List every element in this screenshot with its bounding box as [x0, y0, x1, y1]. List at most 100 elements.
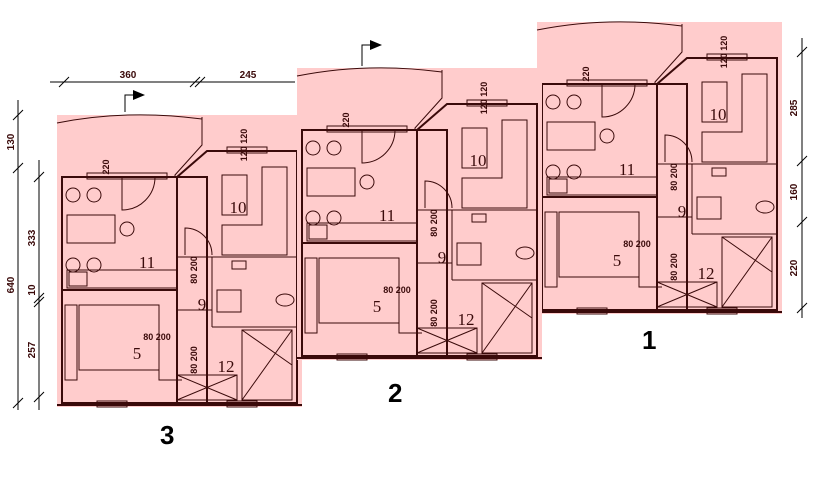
entrance-arrow-icon — [370, 40, 382, 50]
chair — [86, 187, 102, 203]
unit-label-1: 1 — [642, 325, 657, 355]
dimension-tick — [796, 302, 808, 314]
chair — [545, 94, 561, 110]
window — [706, 53, 748, 61]
dining-table — [66, 214, 116, 244]
dimension-tick — [12, 397, 24, 409]
dimension-label: 130 — [6, 133, 17, 150]
wardrobe — [544, 211, 558, 288]
wall-right-block — [656, 57, 778, 311]
room-number-12: 12 — [698, 264, 715, 283]
window — [226, 400, 258, 408]
dimension-tick — [58, 76, 70, 88]
bedroom-closet — [158, 325, 182, 381]
living-door — [424, 180, 453, 209]
window-label: 120 120 — [479, 82, 489, 115]
window-label: 220 — [581, 66, 591, 81]
toilet — [515, 246, 535, 260]
hall-cabinet — [176, 374, 238, 401]
room-number-5: 5 — [373, 297, 382, 316]
dimension-label: 10 — [27, 284, 38, 296]
kitchen-counter — [306, 222, 418, 242]
balcony-edge — [296, 67, 443, 77]
storage-cabinet — [721, 236, 773, 308]
door-label: 80 200 — [429, 299, 439, 327]
door-label: 80 200 — [429, 209, 439, 237]
dimension-tick — [33, 292, 45, 304]
wardrobe — [64, 304, 78, 381]
unit-fill — [537, 22, 782, 314]
sink — [471, 213, 487, 223]
dining-table — [306, 167, 356, 197]
room-number-10: 10 — [470, 151, 487, 170]
door-label: 80 200 — [669, 163, 679, 191]
dimension-tick — [33, 391, 45, 403]
door-label: 80 200 — [143, 332, 171, 342]
sofa — [701, 73, 768, 163]
room-number-9: 9 — [438, 248, 447, 267]
room-number-5: 5 — [133, 344, 142, 363]
bedroom-closet — [398, 278, 422, 334]
dimension-label: 333 — [27, 229, 38, 246]
entry-door — [361, 129, 396, 164]
dimension-label: 160 — [789, 183, 800, 200]
wardrobe — [304, 257, 318, 334]
window — [576, 307, 608, 315]
toilet — [755, 200, 775, 214]
hall-cabinet — [656, 281, 718, 308]
room-number-10: 10 — [230, 198, 247, 217]
window — [336, 353, 368, 361]
unit-label-2: 2 — [388, 378, 403, 408]
entrance-marker — [361, 44, 370, 66]
dimension-tick — [33, 171, 45, 183]
sink — [711, 167, 727, 177]
room-number-9: 9 — [198, 295, 207, 314]
stove — [308, 224, 328, 240]
chair — [326, 210, 342, 226]
room-number-11: 11 — [379, 206, 395, 225]
dimension-tick — [194, 76, 206, 88]
chair — [119, 221, 135, 237]
balcony-edge — [56, 114, 203, 124]
window — [706, 307, 738, 315]
chair — [305, 140, 321, 156]
dimension-label: 285 — [789, 99, 800, 116]
window-label: 120 120 — [719, 36, 729, 69]
sofa — [461, 119, 528, 209]
storage-cabinet — [481, 282, 533, 354]
chair — [599, 128, 615, 144]
living-table — [221, 174, 248, 216]
unit-label-3: 3 — [160, 420, 175, 450]
dimension-label: 360 — [120, 70, 137, 81]
kitchen-counter — [546, 176, 658, 196]
living-table — [461, 127, 488, 169]
room-number-11: 11 — [619, 160, 635, 179]
dimension-tick — [12, 109, 24, 121]
dimension-tick — [12, 162, 24, 174]
door-label: 80 200 — [623, 239, 651, 249]
dimension-label: 220 — [789, 259, 800, 276]
balcony-edge — [536, 21, 683, 31]
room-number-10: 10 — [710, 105, 727, 124]
chair — [359, 174, 375, 190]
sink — [231, 260, 247, 270]
unit-fill — [297, 68, 542, 360]
chair — [86, 257, 102, 273]
entry-door — [121, 176, 156, 211]
window-label: 220 — [101, 159, 111, 174]
chair — [65, 187, 81, 203]
door-label: 80 200 — [189, 256, 199, 284]
dimension-tick — [796, 216, 808, 228]
stove — [548, 178, 568, 194]
stove — [68, 271, 88, 287]
window — [466, 353, 498, 361]
window — [466, 99, 508, 107]
living-door — [664, 134, 693, 163]
dimension-label: 640 — [6, 276, 17, 293]
room-number-11: 11 — [139, 253, 155, 272]
room-number-12: 12 — [218, 357, 235, 376]
dimension-tick — [189, 76, 201, 88]
